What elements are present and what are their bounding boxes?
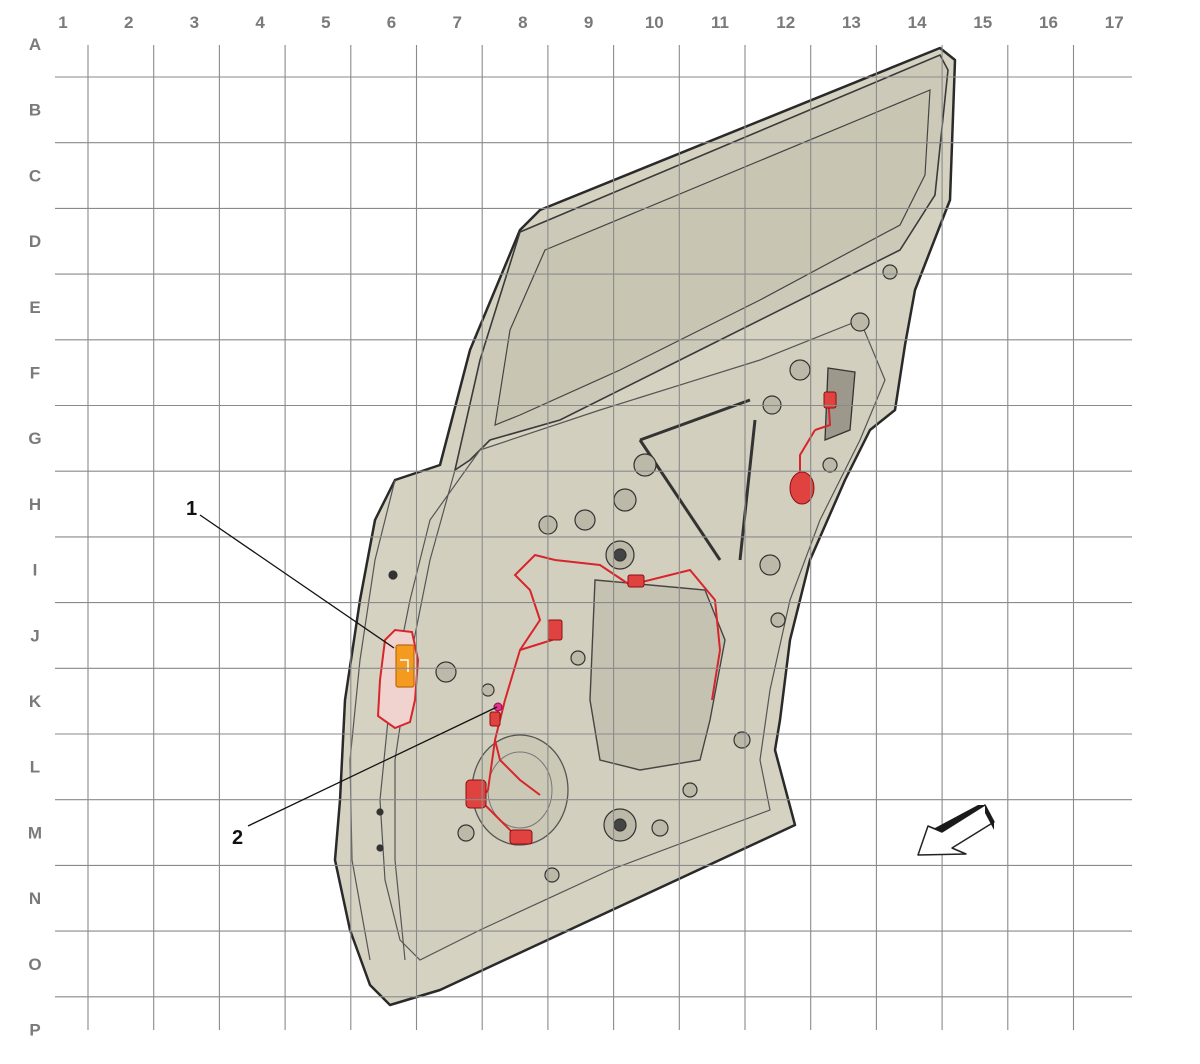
grid-column-label: 9 (584, 13, 593, 32)
rear-door-lock-latch-component (376, 628, 420, 730)
callout-2-label: 2 (232, 827, 243, 849)
rear-door-assembly (333, 46, 957, 1007)
callout-1-leader (199, 514, 395, 649)
grid-column-label: 10 (645, 13, 664, 32)
grid-row-label: A (29, 35, 41, 54)
grid-column-label: 11 (711, 13, 729, 32)
grid-column-label: 3 (190, 13, 199, 32)
grid-row-label: L (30, 758, 40, 777)
grid-row-label: K (29, 692, 42, 711)
wiring-connectors (465, 391, 837, 845)
grid-lines (55, 45, 1132, 1030)
callout-1-label: 1 (186, 498, 197, 520)
rear-latch-bracket (824, 367, 856, 441)
wiring-harness-connector (493, 702, 503, 712)
grid-row-label: N (29, 889, 41, 908)
door-edge-seam-outer (349, 479, 396, 961)
grid-column-label: 16 (1039, 13, 1058, 32)
grid-column-label: 14 (908, 13, 927, 32)
grid-row-label: E (29, 298, 40, 317)
grid-row-label: F (30, 364, 40, 383)
grid-column-label: 8 (518, 13, 527, 32)
grid-column-label: 5 (321, 13, 330, 32)
vehicle-front-direction-arrow-icon (917, 804, 995, 856)
grid-column-label: 2 (124, 13, 133, 32)
grid-column-label: 4 (255, 13, 265, 32)
grid-row-label: G (28, 429, 41, 448)
grid-column-label: 17 (1105, 13, 1124, 32)
grid-row-label: J (30, 626, 39, 645)
grid-row-label: D (29, 232, 41, 251)
grid-row-label: H (29, 495, 41, 514)
grid-row-label: P (29, 1021, 40, 1040)
grid-column-label: 13 (842, 13, 861, 32)
grid-column-label: 6 (387, 13, 396, 32)
grid-row-label: I (33, 561, 38, 580)
grid-row-label: C (29, 166, 41, 185)
callout-2-leader (247, 706, 498, 827)
window-glass-area (494, 89, 931, 426)
grid-column-label: 15 (973, 13, 992, 32)
grid-column-label: 12 (776, 13, 795, 32)
grid-column-label: 7 (452, 13, 461, 32)
grid-row-labels: A B C D E F G H I J K L M N O P (28, 35, 42, 1040)
access-hole-lower (589, 579, 726, 771)
grid-column-label: 1 (58, 13, 67, 32)
grid-row-label: O (28, 955, 41, 974)
grid-row-label: M (28, 823, 42, 842)
grid-row-label: B (29, 101, 41, 120)
